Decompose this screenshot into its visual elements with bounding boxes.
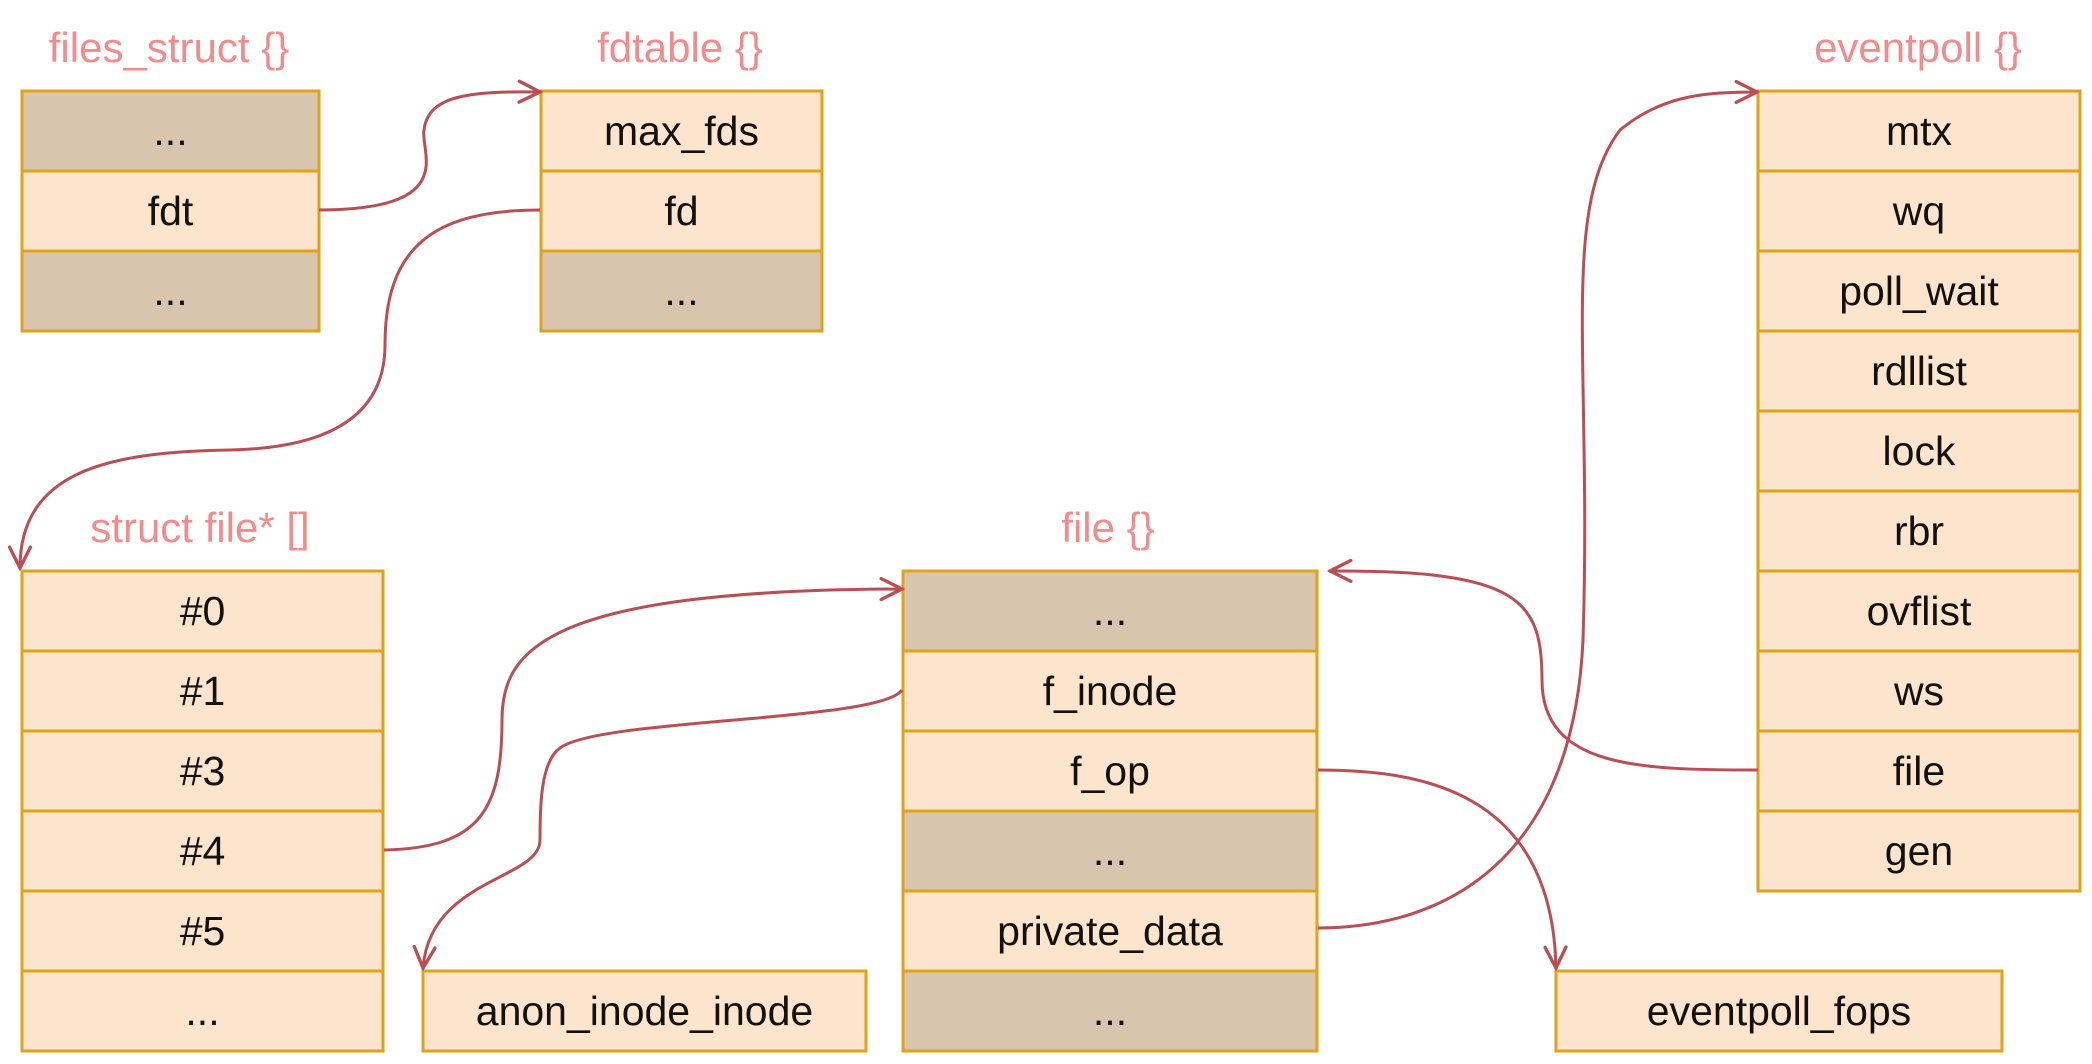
field-label: eventpoll_fops — [1647, 988, 1911, 1034]
field-label: ... — [1093, 828, 1127, 874]
field-cell — [421, 969, 868, 1053]
field-label: ... — [1093, 988, 1127, 1034]
field-label: rbr — [1894, 508, 1944, 554]
field-cell — [1756, 89, 2082, 173]
field-label: #1 — [180, 668, 226, 714]
field-cell — [539, 249, 824, 333]
field-cell — [20, 649, 385, 733]
field-cell — [901, 809, 1319, 893]
struct-boxes: ...fdt...max_fdsfd...#0#1#3#4#5......f_i… — [20, 89, 2082, 1053]
field-cell — [20, 969, 385, 1053]
field-label: poll_wait — [1839, 268, 1999, 314]
field-cell — [1756, 409, 2082, 493]
field-label: fdt — [148, 188, 194, 234]
field-cell — [1554, 969, 2004, 1053]
field-label: anon_inode_inode — [476, 988, 813, 1034]
field-label: gen — [1885, 828, 1953, 874]
file-array-title: struct file* [] — [90, 504, 309, 551]
arrow-private-data-to-eventpoll — [1317, 92, 1757, 930]
files-struct-title: files_struct {} — [49, 24, 289, 71]
field-label: ... — [153, 108, 187, 154]
fdtable-struct: max_fdsfd... — [539, 89, 824, 333]
field-label: ... — [153, 268, 187, 314]
field-label: #0 — [180, 588, 226, 634]
field-cell — [20, 169, 321, 253]
eventpoll-title: eventpoll {} — [1814, 24, 2022, 71]
field-label: ... — [185, 988, 219, 1034]
field-label: max_fds — [604, 108, 759, 154]
field-cell — [901, 649, 1319, 733]
eventpoll-fops-struct: eventpoll_fops — [1554, 969, 2004, 1053]
fdtable-title: fdtable {} — [597, 24, 763, 71]
field-cell — [20, 809, 385, 893]
field-label: #3 — [180, 748, 226, 794]
field-label: ovflist — [1867, 588, 1972, 634]
file-struct-title: file {} — [1061, 504, 1154, 551]
arrow-inode-to-anon-inode — [423, 688, 904, 968]
field-label: f_inode — [1043, 668, 1178, 714]
field-cell — [1756, 809, 2082, 893]
pointer-arrows — [20, 92, 1758, 968]
field-label: ... — [664, 268, 698, 314]
field-cell — [20, 89, 321, 173]
file-array-struct: #0 #1 #3 #4 #5... — [20, 569, 385, 1053]
field-label: wq — [1892, 188, 1945, 234]
arrow-fdt-to-fdtable — [318, 92, 540, 212]
field-label: f_op — [1070, 748, 1150, 794]
field-cell — [539, 89, 824, 173]
field-label: rdllist — [1871, 348, 1967, 394]
field-label: private_data — [997, 908, 1223, 954]
field-cell — [1756, 169, 2082, 253]
field-label: fd — [664, 188, 698, 234]
field-cell — [1756, 329, 2082, 413]
field-label: ... — [1093, 588, 1127, 634]
field-label: lock — [1883, 428, 1956, 474]
field-cell — [901, 969, 1319, 1053]
field-cell — [1756, 729, 2082, 813]
anon-inode-inode-struct: anon_inode_inode — [421, 969, 868, 1053]
field-cell — [1756, 649, 2082, 733]
field-label: ws — [1893, 668, 1944, 714]
arrow-eventpoll-file-to-file — [1330, 571, 1759, 772]
field-cell — [20, 249, 321, 333]
arrow-fop-to-eventpoll-fops — [1317, 768, 1556, 968]
field-cell — [20, 889, 385, 973]
file-struct: ... f_inode f_op... private_data... — [901, 569, 1319, 1053]
arrow-fd-to-file-array — [20, 208, 541, 568]
field-cell — [901, 889, 1319, 973]
field-label: #5 — [180, 908, 226, 954]
field-label: file — [1893, 748, 1945, 794]
arrow-slot4-to-file — [383, 589, 902, 852]
field-cell — [1756, 489, 2082, 573]
files-struct-struct: ... fdt... — [20, 89, 321, 333]
field-label: mtx — [1886, 108, 1953, 154]
field-label: #4 — [180, 828, 226, 874]
field-cell — [1756, 249, 2082, 333]
